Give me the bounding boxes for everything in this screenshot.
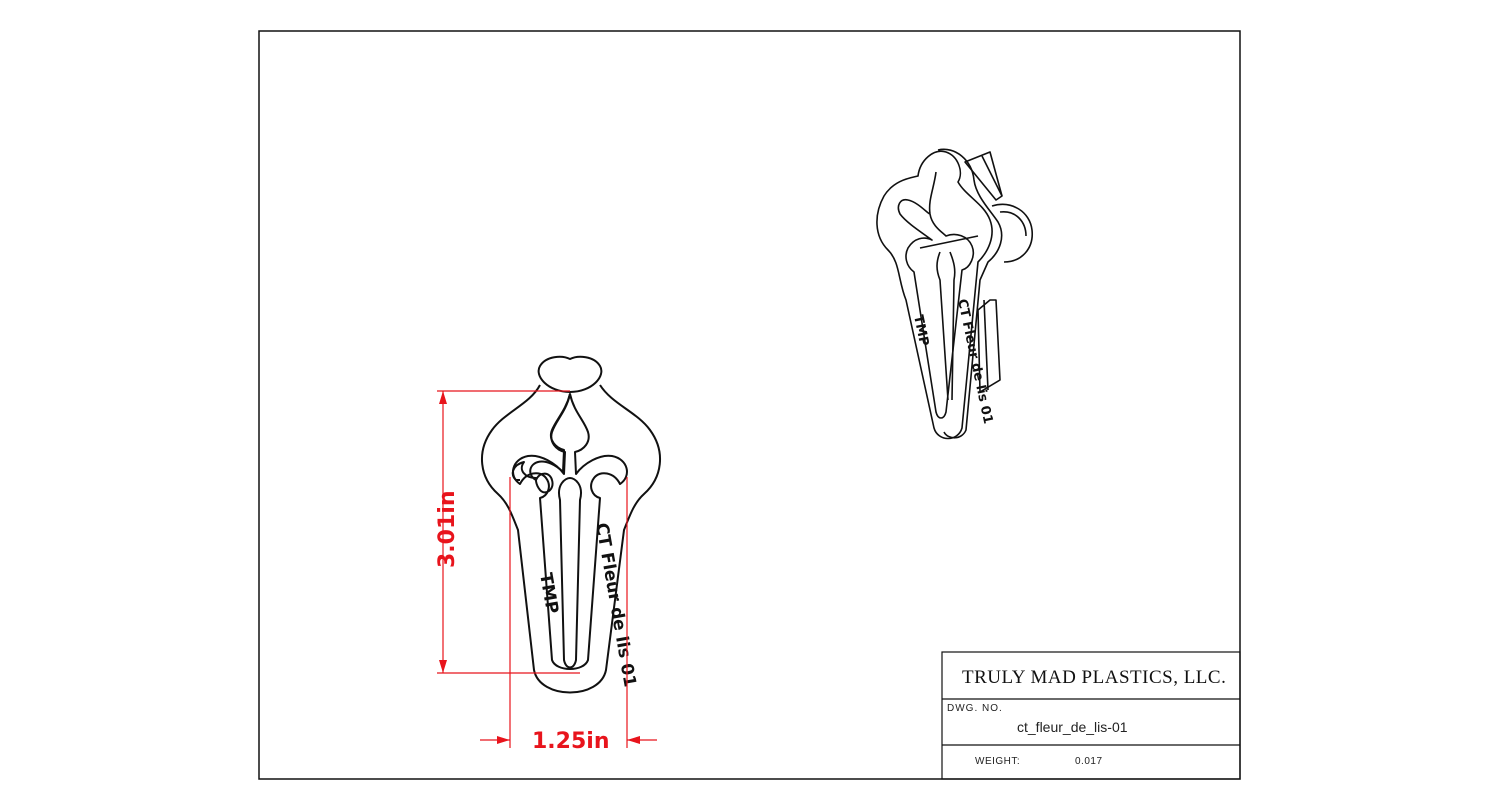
title-block: [941, 651, 1241, 780]
dimension-height-label: 3.01in: [435, 491, 460, 568]
dimension-width: [480, 477, 657, 748]
fleur-inner-cut: [511, 393, 571, 494]
engraving-line1: CT Fleur de lis 01: [591, 521, 640, 688]
dimension-width-label: 1.25in: [532, 729, 609, 754]
iso-engraving-line1: CT Fleur de lis 01: [954, 298, 995, 426]
iso-engraving-line2: TMP: [910, 314, 931, 348]
front-view: [480, 355, 662, 694]
title-block-dwg-value: ct_fleur_de_lis-01: [1017, 719, 1128, 735]
iso-front-outline: [876, 150, 993, 440]
engraving-line2: TMP: [535, 571, 562, 615]
cutter-outer-outline: [537, 355, 603, 393]
iso-inner-cavity: [897, 171, 975, 419]
inner-slot: [558, 477, 582, 669]
fleur-top-cavity: [512, 393, 628, 670]
title-block-weight-label: WEIGHT:: [975, 756, 1020, 767]
cutter-outer-body: [480, 384, 662, 694]
title-block-dwg-label: DWG. NO.: [947, 703, 1003, 714]
title-block-company: TRULY MAD PLASTICS, LLC.: [962, 667, 1226, 688]
isometric-view: [876, 148, 1033, 440]
title-block-weight-value: 0.017: [1075, 756, 1103, 767]
dimension-height: [437, 390, 580, 674]
drawing-border: [258, 30, 1241, 780]
